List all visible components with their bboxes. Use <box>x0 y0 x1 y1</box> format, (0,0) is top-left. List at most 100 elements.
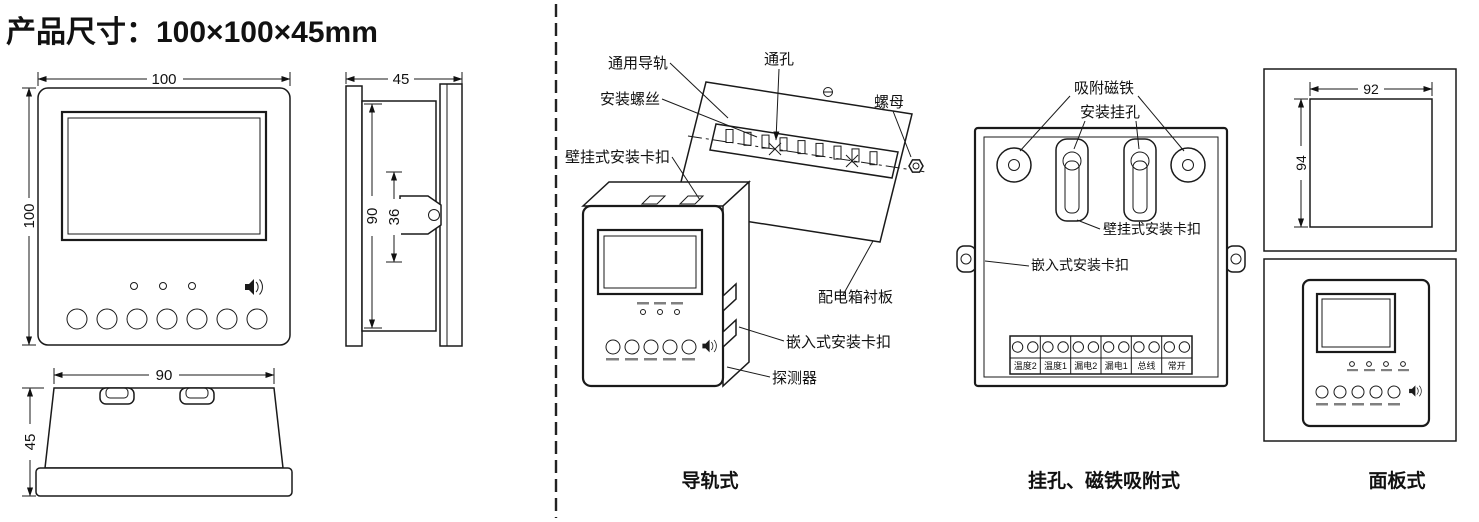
side-clip <box>722 282 737 313</box>
button <box>156 308 178 330</box>
clip-tab <box>179 387 215 405</box>
led <box>1400 361 1406 367</box>
slot <box>797 140 806 155</box>
connector-hole <box>428 209 440 221</box>
leader-line <box>738 326 785 342</box>
button <box>624 339 640 355</box>
button <box>1315 385 1329 399</box>
micro-label <box>1316 403 1328 406</box>
leader-line <box>1019 95 1071 152</box>
keyhole-top <box>1062 151 1082 171</box>
dim-front-width: 100 <box>37 70 291 88</box>
leader-line <box>892 110 912 158</box>
label-magnet: 吸附磁铁 <box>1074 80 1134 97</box>
bottom-view: 90 45 <box>22 367 293 497</box>
button <box>186 308 208 330</box>
hanging-holes <box>1055 138 1157 222</box>
side-view: 45 90 36 <box>345 70 463 347</box>
clip-tab-inner <box>105 387 129 399</box>
led <box>1383 361 1389 367</box>
terminal-screw <box>1087 341 1100 353</box>
panel-mount-section: 92 94 <box>1263 68 1457 492</box>
dim-front-height: 100 <box>20 87 38 346</box>
terminal-label: 总线 <box>1137 360 1155 371</box>
ear-hole <box>960 253 972 265</box>
hanging-hole <box>1123 138 1157 222</box>
terminal-block: 温度2 温度1 漏电2 漏电1 总线 常开 <box>1009 335 1193 375</box>
dim-text-bg <box>1291 146 1308 180</box>
dim-text-bg <box>20 198 37 236</box>
button <box>1351 385 1365 399</box>
cross-mark <box>845 154 859 168</box>
button <box>96 308 118 330</box>
base <box>35 467 293 497</box>
magnet-center <box>1008 159 1020 171</box>
leader-line <box>1137 95 1185 152</box>
dim-value: 90 <box>156 367 173 384</box>
terminal-screw <box>1027 341 1039 353</box>
led <box>159 282 167 290</box>
button <box>1369 385 1383 399</box>
label-nut: 螺母 <box>874 94 904 111</box>
dim-value: 45 <box>22 434 39 451</box>
slot <box>815 142 824 157</box>
dim-value: 100 <box>151 71 176 88</box>
label-wall-mount-clip: 壁挂式安装卡扣 <box>565 149 670 166</box>
terminal-screw <box>1163 341 1176 353</box>
dim-value: 100 <box>21 203 38 228</box>
dim-text-bg <box>386 199 401 235</box>
micro-label <box>1398 369 1409 372</box>
terminal-screw <box>1011 341 1024 353</box>
dim-side-inner: 36 <box>386 171 403 263</box>
clip-tab-inner <box>185 387 209 399</box>
dim-bottom-depth: 45 <box>22 387 44 497</box>
button <box>643 339 659 355</box>
screw-position-marks <box>768 142 859 168</box>
label-universal-rail: 通用导轨 <box>608 55 668 72</box>
leader-line <box>1076 219 1101 230</box>
keyhole-slot <box>1132 160 1148 214</box>
button <box>681 339 697 355</box>
buttons-row <box>66 308 268 330</box>
terminal-label: 常开 <box>1168 360 1186 371</box>
label-through-hole: 通孔 <box>764 51 794 68</box>
top-clip <box>640 195 667 205</box>
led <box>188 282 196 290</box>
connector <box>399 195 442 235</box>
micro-label <box>606 358 619 361</box>
centerline <box>687 135 927 173</box>
leader-line <box>1073 120 1086 150</box>
leader-line <box>671 156 701 201</box>
body <box>44 387 284 469</box>
button <box>246 308 268 330</box>
cross-mark <box>768 142 782 156</box>
label-embedded-clip: 嵌入式安装卡扣 <box>1031 257 1129 273</box>
screen-inner <box>1321 298 1391 348</box>
dim-cutout-width: 92 <box>1309 81 1433 97</box>
micro-label <box>1370 403 1382 406</box>
terminal-screw <box>1102 341 1115 353</box>
clip-tab <box>99 387 135 405</box>
terminal-screw <box>1057 341 1069 353</box>
terminal-label: 漏电1 <box>1105 360 1128 371</box>
led <box>640 309 646 315</box>
micro-label <box>1334 403 1346 406</box>
micro-label <box>625 358 638 361</box>
leader-line <box>661 98 758 138</box>
terminal-screw <box>1072 341 1085 353</box>
button <box>66 308 88 330</box>
leader-line <box>773 68 780 141</box>
magnet <box>1170 147 1206 183</box>
micro-label <box>1352 403 1364 406</box>
leader-line <box>984 260 1030 267</box>
side-ear <box>1225 245 1246 273</box>
micro-label <box>682 358 695 361</box>
screen <box>60 110 268 242</box>
dim-value: 94 <box>1293 155 1309 171</box>
button <box>216 308 238 330</box>
button <box>1333 385 1347 399</box>
detector-3d <box>581 180 751 388</box>
screen-inner <box>67 117 261 235</box>
